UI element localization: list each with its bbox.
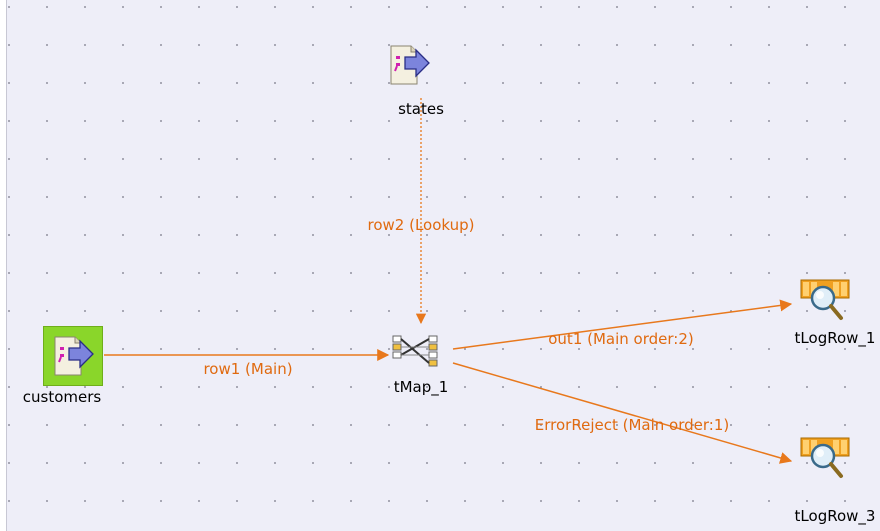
logrow-icon [800, 279, 850, 320]
component-tlogrow-1[interactable] [797, 278, 853, 326]
connection-errorreject[interactable] [452, 362, 793, 464]
component-label-tlogrow-1: tLogRow_1 [794, 329, 876, 347]
component-label-tlogrow-3: tLogRow_3 [794, 507, 876, 525]
link-label-row1[interactable]: row1 (Main) [203, 360, 293, 378]
component-states[interactable] [385, 42, 431, 88]
logrow-icon [800, 437, 850, 478]
file-input-icon [390, 45, 430, 85]
component-label-customers: customers [22, 388, 102, 406]
file-input-icon [54, 336, 94, 376]
link-label-out1[interactable]: out1 (Main order:2) [548, 330, 694, 348]
tmap-icon [392, 335, 438, 367]
component-tlogrow-3[interactable] [797, 436, 853, 484]
job-design-canvas[interactable]: states customers [6, 0, 880, 531]
connections-layer [104, 98, 793, 464]
component-tmap[interactable] [391, 332, 439, 378]
connection-out1[interactable] [452, 299, 793, 350]
component-customers[interactable] [43, 326, 103, 386]
component-label-states: states [398, 100, 444, 118]
component-label-tmap: tMap_1 [393, 378, 449, 396]
link-label-errorreject[interactable]: ErrorReject (Main order:1) [534, 416, 730, 434]
link-label-row2[interactable]: row2 (Lookup) [367, 216, 475, 234]
